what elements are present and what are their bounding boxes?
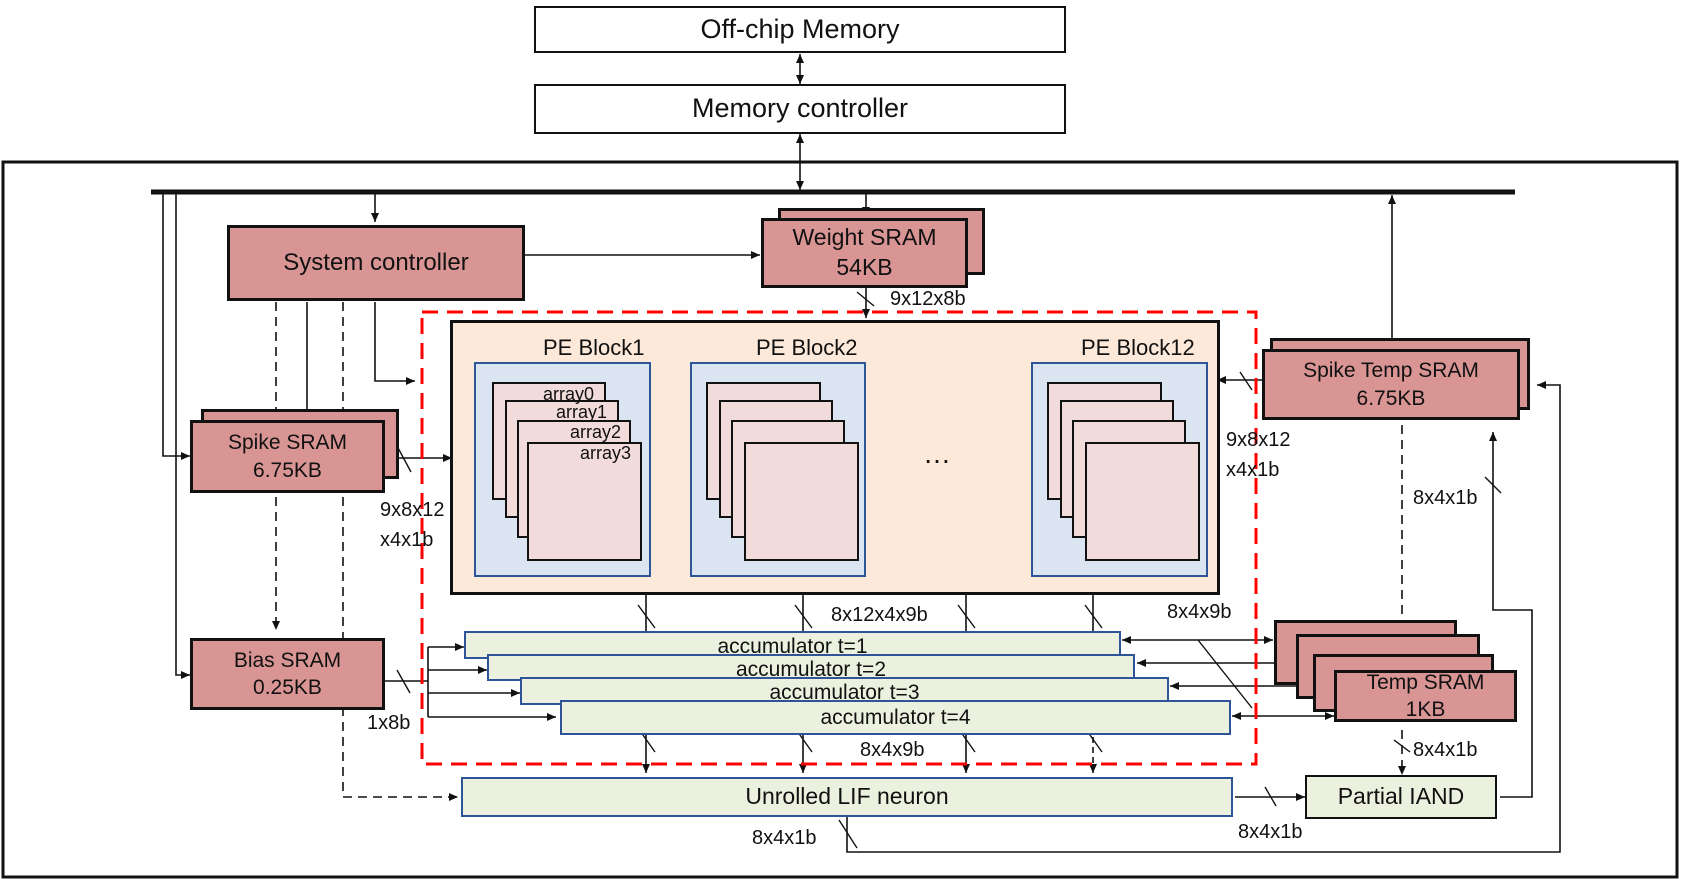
spike-bus-label-1: 9x8x12 [380,499,445,521]
pe-block-12-label: PE Block12 [1081,335,1195,360]
accumulator-t2: accumulator t=2 [487,654,1135,681]
lif-neuron: Unrolled LIF neuron [461,777,1233,817]
memory-controller: Memory controller [534,84,1066,134]
spike-bus-label-2: x4x1b [380,529,434,551]
partial-iand: Partial IAND [1305,775,1497,819]
compute-region-highlight [420,310,1258,766]
chip-boundary [1,160,1679,879]
bias-sram: Bias SRAM 0.25KB [190,638,385,710]
weight-bus-label: 9x12x8b [890,288,966,310]
array3-label: array3 [580,443,632,463]
lif-out-label-1: 8x4x1b [752,827,817,849]
temp-out-label: 8x4x1b [1413,739,1478,761]
system-controller: System controller [227,225,525,301]
weight-sram: Weight SRAM 54KB [761,218,968,288]
spike-sram: Spike SRAM 6.75KB [190,420,385,493]
temp-sram: Temp SRAM 1KB [1334,670,1517,722]
acc-to-temp-label: 8x4x9b [1167,601,1232,623]
pe2-array3 [744,442,859,561]
spike-temp-bus-label-2: x4x1b [1226,459,1280,481]
lif-out-label-2: 8x4x1b [1238,821,1303,843]
array2-label: array2 [570,422,622,442]
bias-bus-label: 1x8b [367,712,411,734]
pe-to-acc-label: 8x12x4x9b [831,604,928,626]
pe12-array3 [1085,442,1200,561]
accumulator-t4: accumulator t=4 [560,700,1231,735]
spike-temp-bus-label-1: 9x8x12 [1226,429,1291,451]
off-chip-memory: Off-chip Memory [534,6,1066,53]
acc-to-lif-label: 8x4x9b [860,739,925,761]
pe-block-2-label: PE Block2 [756,335,858,360]
pe-block-1-label: PE Block1 [543,335,645,360]
pe1-array3 [527,442,642,561]
array0-label: array0 [543,384,595,404]
ellipsis: … [923,438,951,469]
array1-label: array1 [556,402,608,422]
spike-temp-sram: Spike Temp SRAM 6.75KB [1262,349,1520,420]
spike-temp-feedback-label: 8x4x1b [1413,487,1478,509]
